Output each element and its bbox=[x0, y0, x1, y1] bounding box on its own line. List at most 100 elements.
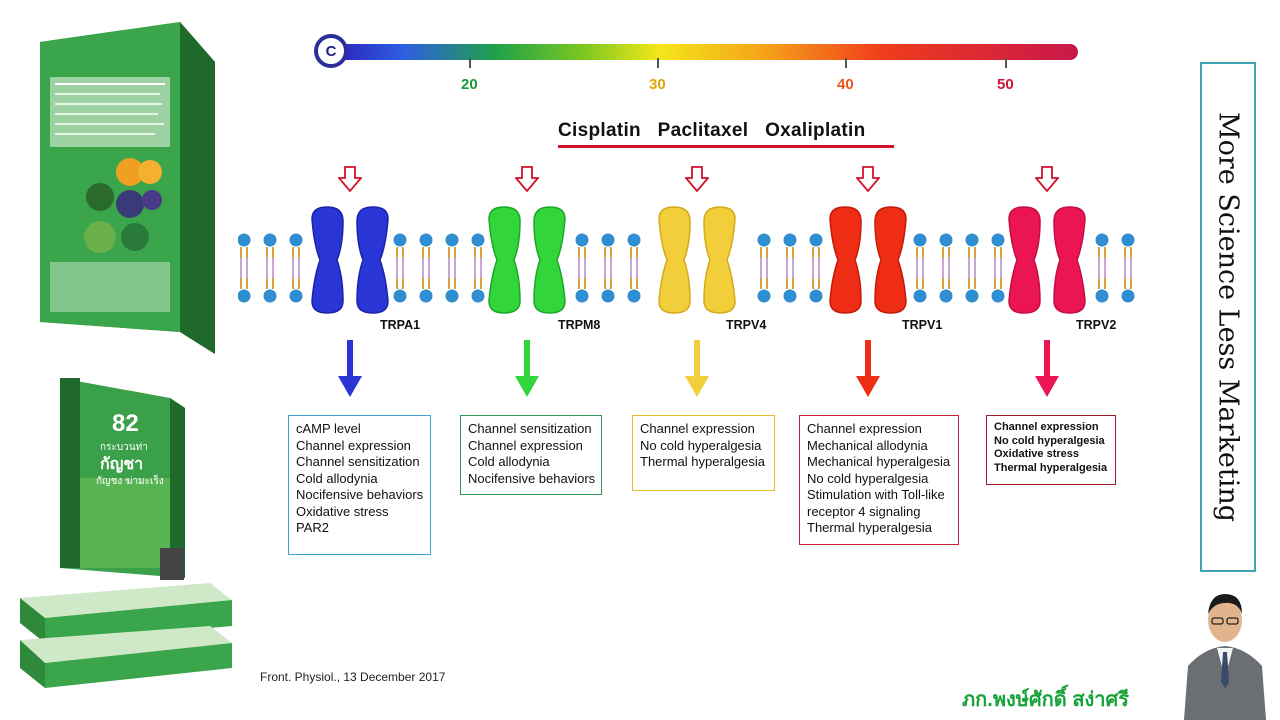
thermometer-tick-label: 20 bbox=[461, 76, 478, 93]
book-title-line2: กัญชา bbox=[100, 456, 144, 473]
lipid-head bbox=[809, 233, 823, 247]
lipid-head bbox=[445, 289, 459, 303]
lipid-head bbox=[238, 233, 251, 247]
lipid-head bbox=[445, 233, 459, 247]
thermometer-bulb: C bbox=[314, 34, 348, 68]
effect-item: cAMP level bbox=[296, 421, 361, 436]
drug-names: Cisplatin Paclitaxel Oxaliplatin bbox=[558, 120, 866, 141]
lipid-head bbox=[263, 233, 277, 247]
lipid-head bbox=[393, 289, 407, 303]
lipid-head bbox=[809, 289, 823, 303]
effect-item: Thermal hyperalgesia bbox=[807, 520, 933, 535]
author-name: ภก.พงษ์ศักดิ์ สง่าศรี bbox=[962, 689, 1129, 711]
channel-label: TRPV2 bbox=[1076, 318, 1117, 332]
effect-item: Channel sensitization bbox=[468, 421, 592, 436]
side-banner: More Science Less Marketing bbox=[1200, 62, 1256, 572]
effect-item: Oxidative stress bbox=[994, 448, 1079, 461]
lipid-head bbox=[289, 233, 303, 247]
temperature-gradient-bar bbox=[330, 44, 1078, 60]
effect-item: Thermal hyperalgesia bbox=[994, 462, 1108, 475]
effect-item: Channel expression bbox=[807, 421, 922, 436]
channel-label: TRPV1 bbox=[902, 318, 943, 332]
lipid-head bbox=[263, 289, 277, 303]
effect-item: No cold hyperalgesia bbox=[807, 470, 929, 486]
book-title-number: 82 bbox=[112, 410, 139, 437]
author-portrait bbox=[1184, 594, 1266, 720]
lipid-head bbox=[991, 233, 1005, 247]
lipid-head bbox=[1095, 233, 1109, 247]
ion-channel-trpv4 bbox=[658, 206, 736, 314]
channel-label: TRPM8 bbox=[558, 318, 601, 332]
lipid-head bbox=[939, 233, 953, 247]
citation: Front. Physiol., 13 December 2017 bbox=[260, 670, 446, 684]
lipid-head bbox=[965, 289, 979, 303]
effect-item: Channel expression bbox=[296, 437, 411, 453]
effect-item: Cold allodynia bbox=[296, 470, 378, 486]
book-cover-image-top bbox=[40, 22, 215, 354]
effect-item: Channel expression bbox=[640, 421, 755, 436]
thermometer-tick-label: 30 bbox=[649, 76, 666, 93]
ion-channel-trpa1 bbox=[311, 206, 389, 314]
effect-item: Nocifensive behaviors bbox=[296, 487, 424, 502]
stimulus-arrow-icon bbox=[685, 166, 709, 192]
thermometer-tick bbox=[657, 58, 659, 68]
book-title-line3: กัญชง ฆ่ามะเร็ง bbox=[96, 476, 164, 487]
lipid-head bbox=[601, 289, 615, 303]
channel-label: TRPV4 bbox=[726, 318, 767, 332]
effect-item: PAR2 bbox=[296, 520, 329, 535]
effect-item: Cold allodynia bbox=[468, 454, 550, 469]
thermometer-unit: C bbox=[325, 42, 337, 60]
ion-channel-trpv2 bbox=[1008, 206, 1086, 314]
effect-item: Stimulation with Toll-like bbox=[807, 487, 945, 502]
lipid-head bbox=[1121, 233, 1135, 247]
ion-channel-trpm8 bbox=[488, 206, 566, 314]
effect-item: Channel expression bbox=[468, 437, 583, 453]
lipid-head bbox=[913, 233, 927, 247]
drug-underline bbox=[558, 145, 894, 148]
cell-membrane bbox=[238, 233, 1135, 303]
lipid-head bbox=[471, 289, 485, 303]
lipid-head bbox=[1095, 289, 1109, 303]
effect-item: Oxidative stress bbox=[296, 503, 389, 519]
channel-label: TRPA1 bbox=[380, 318, 421, 332]
book-title-line1: กระบวนท่า bbox=[100, 442, 148, 453]
lipid-head bbox=[1121, 289, 1135, 303]
lipid-head bbox=[783, 233, 797, 247]
lipid-head bbox=[238, 289, 251, 303]
lipid-head bbox=[601, 233, 615, 247]
effect-item: No cold hyperalgesia bbox=[994, 434, 1105, 447]
effect-item: Thermal hyperalgesia bbox=[640, 454, 766, 469]
lipid-head bbox=[627, 289, 641, 303]
effect-arrow-icon bbox=[338, 340, 362, 397]
effect-item: Channel expression bbox=[994, 421, 1099, 433]
lipid-head bbox=[289, 289, 303, 303]
effect-item: Channel sensitization bbox=[296, 454, 420, 469]
effect-item: Nocifensive behaviors bbox=[468, 470, 596, 486]
lipid-head bbox=[757, 233, 771, 247]
effect-item: Mechanical allodynia bbox=[807, 437, 928, 453]
lipid-head bbox=[757, 289, 771, 303]
thermometer-tick-label: 40 bbox=[837, 76, 854, 93]
stimulus-arrow-icon bbox=[515, 166, 539, 192]
lipid-head bbox=[965, 233, 979, 247]
thermometer-tick bbox=[1005, 58, 1007, 68]
effect-arrow-icon bbox=[515, 340, 539, 397]
thermometer-tick bbox=[845, 58, 847, 68]
lipid-head bbox=[419, 233, 433, 247]
lipid-head bbox=[471, 233, 485, 247]
effect-arrow-icon bbox=[1035, 340, 1059, 397]
stimulus-arrow-icon bbox=[1035, 166, 1059, 192]
lipid-head bbox=[913, 289, 927, 303]
thermometer-tick bbox=[469, 58, 471, 68]
ion-channel-trpv1 bbox=[829, 206, 907, 314]
thermometer-tick-label: 50 bbox=[997, 76, 1014, 93]
stimulus-arrow-icon bbox=[856, 166, 880, 192]
effect-item: Mechanical hyperalgesia bbox=[807, 454, 951, 469]
stimulus-arrow-icon bbox=[338, 166, 362, 192]
book-stack-image bbox=[20, 378, 232, 688]
